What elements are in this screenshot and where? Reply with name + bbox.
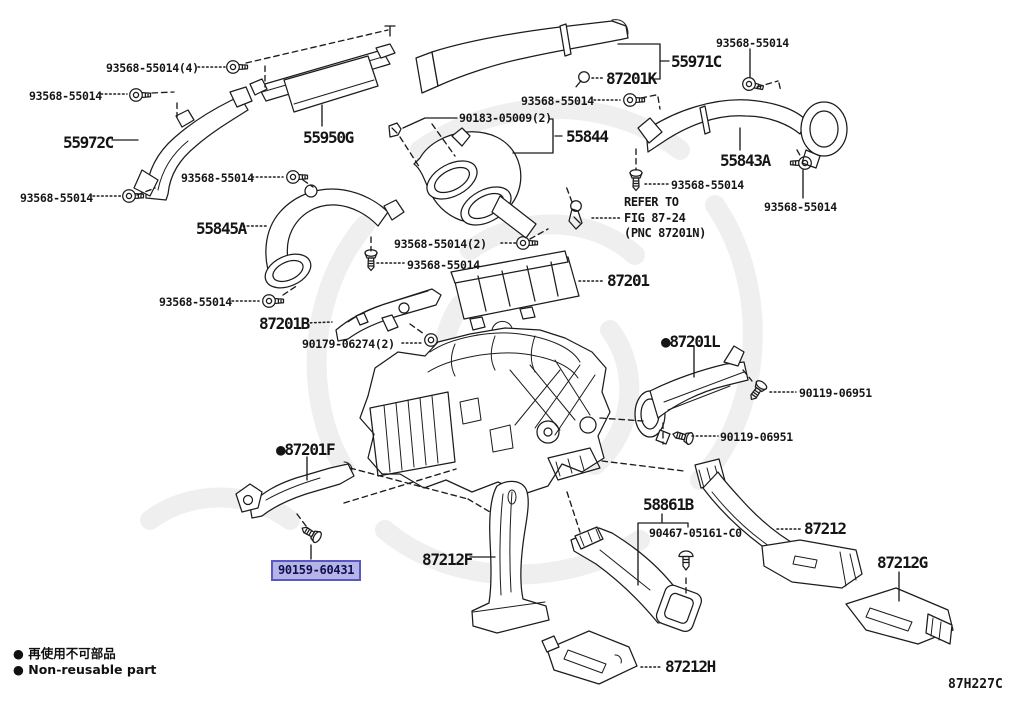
part-drawing-87201 [450, 250, 580, 331]
part-drawing-55950g [249, 43, 396, 113]
refer-note-line3: (PNC 87201N) [624, 226, 706, 240]
part-label-55972c[interactable]: 55972C [63, 133, 114, 152]
part-label-87201f[interactable]: ●87201F [276, 440, 336, 459]
part-label-93568-55014[interactable]: 93568-55014 [716, 36, 789, 50]
screw-icon [516, 236, 539, 250]
part-label-87201l[interactable]: ●87201L [661, 332, 721, 351]
part-drawing-87201l [634, 345, 749, 445]
push-clip-icon [678, 550, 694, 571]
part-label-87201b[interactable]: 87201B [259, 314, 310, 333]
part-label-58861b[interactable]: 58861B [643, 495, 694, 514]
part-drawing-58861b [570, 526, 703, 633]
part-label-90159-60431-highlighted[interactable]: 90159-60431 [271, 560, 362, 581]
legend: ● 再使用不可部品 ● Non-reusable part [13, 646, 156, 678]
part-label-87201[interactable]: 87201 [607, 271, 650, 290]
part-label-87201k[interactable]: 87201K [606, 69, 657, 88]
part-label-93568-55014[interactable]: 93568-55014 [764, 200, 837, 214]
part-label-93568-55014[interactable]: 93568-55014 [407, 258, 480, 272]
part-drawing-heater-unit [359, 321, 611, 495]
refer-note-line2: FIG 87-24 [624, 210, 686, 225]
part-drawing-87201f [235, 461, 355, 519]
leader-lines [92, 25, 900, 668]
screw-icon [740, 75, 766, 95]
part-label-87212f[interactable]: 87212F [422, 550, 473, 569]
part-drawing-55971c [415, 19, 629, 94]
part-label-93568-55014[interactable]: 93568-55014 [20, 191, 93, 205]
part-drawing-87201b [335, 288, 442, 342]
bolt-icon [298, 522, 324, 545]
bolt-icon [670, 427, 696, 446]
part-drawing-55843a [637, 99, 848, 169]
part-label-93568-55014[interactable]: 93568-55014 [521, 94, 594, 108]
part-label-55844[interactable]: 55844 [566, 127, 609, 146]
part-drawing-55844 [413, 127, 537, 239]
legend-non-reusable-en: ● Non-reusable part [13, 662, 157, 677]
part-drawing-87212f [471, 480, 550, 634]
part-label-90467-05161-c0[interactable]: 90467-05161-C0 [649, 526, 742, 540]
part-label-87212h[interactable]: 87212H [665, 657, 716, 676]
part-drawing-55845a [264, 184, 405, 289]
part-label-90119-06951[interactable]: 90119-06951 [799, 386, 872, 400]
screw-icon [129, 88, 152, 102]
part-label-93568-55014[interactable]: 93568-55014 [671, 178, 744, 192]
part-label-55971c[interactable]: 55971C [671, 52, 722, 71]
bolt-icon [364, 249, 378, 272]
screw-icon [226, 60, 249, 74]
clip-icon [388, 122, 402, 138]
part-label-55950g[interactable]: 55950G [303, 128, 354, 147]
part-label-93568-55014-x4[interactable]: 93568-55014(4) [106, 61, 199, 75]
part-label-90179-06274-x2[interactable]: 90179-06274(2) [302, 337, 395, 351]
part-drawing-87212h [541, 630, 638, 685]
refer-note: REFER TO FIG 87-24 (PNC 87201N) [624, 195, 706, 242]
part-label-93568-55014[interactable]: 93568-55014 [181, 171, 254, 185]
refer-note-line1: REFER TO [624, 195, 679, 209]
bolt-icon [629, 169, 643, 192]
part-label-90119-06951[interactable]: 90119-06951 [720, 430, 793, 444]
part-drawing-87212g [845, 587, 954, 645]
clip-icon [575, 71, 590, 88]
part-label-93568-55014[interactable]: 93568-55014 [159, 295, 232, 309]
part-label-87212g[interactable]: 87212G [877, 553, 928, 572]
diagram-code: 87H227C [948, 677, 1003, 692]
part-label-55845a[interactable]: 55845A [196, 219, 247, 238]
screw-icon [262, 294, 285, 308]
part-label-93568-55014-x2[interactable]: 93568-55014(2) [394, 237, 487, 251]
part-label-87212[interactable]: 87212 [804, 519, 847, 538]
part-label-93568-55014[interactable]: 93568-55014 [29, 89, 102, 103]
part-drawing-87212 [694, 458, 863, 589]
part-label-55843a[interactable]: 55843A [720, 151, 771, 170]
part-label-90183-05009-x2[interactable]: 90183-05009(2) [459, 111, 552, 125]
screw-icon [623, 93, 646, 107]
legend-non-reusable-jp: ● 再使用不可部品 [13, 646, 116, 661]
part-drawing-55972c [133, 86, 253, 201]
